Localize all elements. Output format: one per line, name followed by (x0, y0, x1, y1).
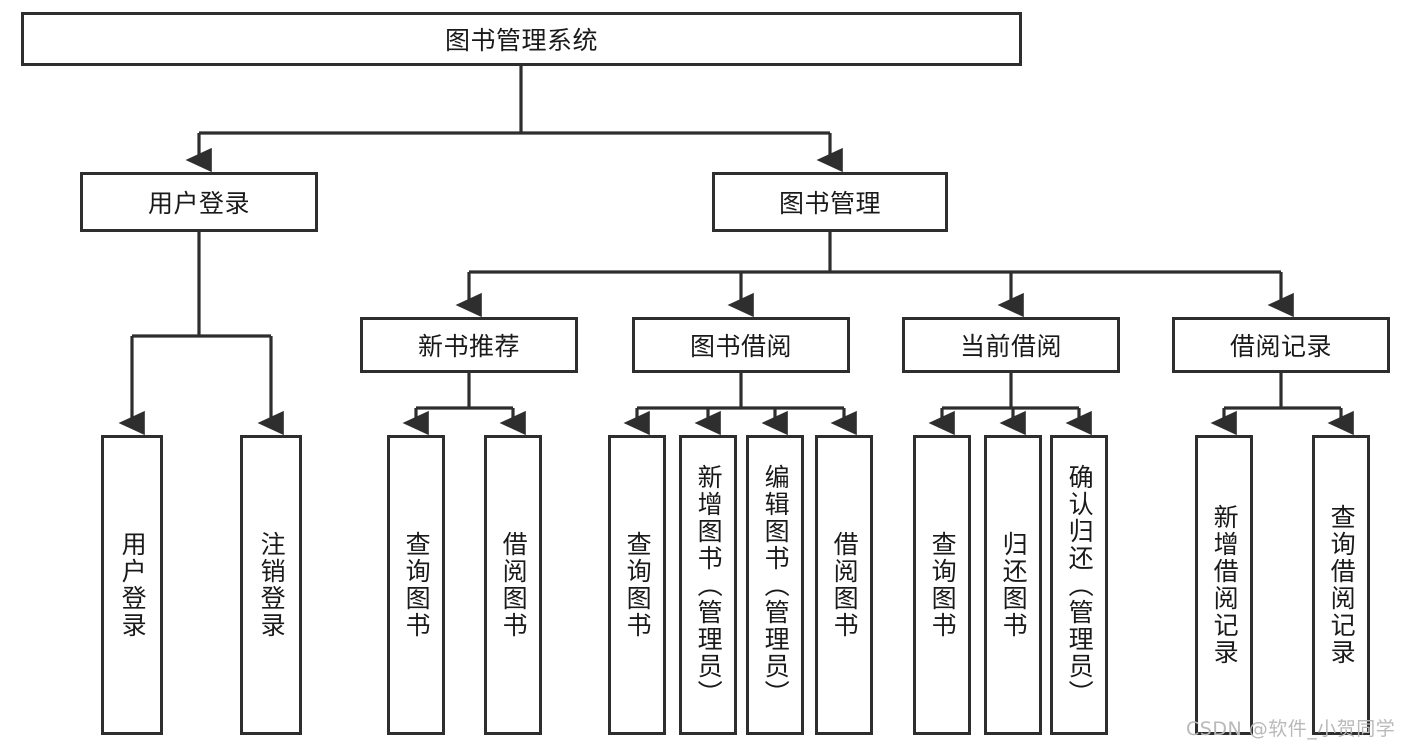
node-label: 用户登录 (118, 531, 148, 639)
node-borrow-query-book[interactable]: 查询图书 (608, 435, 666, 735)
node-label: 编辑图书（管理员） (761, 463, 791, 707)
node-record-query-record[interactable]: 查询借阅记录 (1312, 435, 1370, 735)
node-label: 图书借阅 (689, 332, 792, 361)
node-root[interactable]: 图书管理系统 (21, 12, 1022, 66)
node-label: 查询图书 (402, 531, 432, 639)
node-current-borrow[interactable]: 当前借阅 (902, 317, 1120, 373)
node-recommend-borrow-book[interactable]: 借阅图书 (484, 435, 542, 735)
node-new-book-recommend[interactable]: 新书推荐 (360, 317, 578, 373)
node-label: 图书管理 (778, 189, 881, 218)
node-current-confirm-return-admin[interactable]: 确认归还（管理员） (1050, 435, 1108, 735)
node-label: 借阅记录 (1229, 332, 1332, 361)
node-user-login[interactable]: 用户登录 (80, 172, 318, 232)
node-label: 确认归还（管理员） (1065, 463, 1095, 707)
node-label: 查询借阅记录 (1327, 504, 1357, 666)
node-borrow-borrow-book[interactable]: 借阅图书 (815, 435, 873, 735)
node-label: 归还图书 (999, 531, 1029, 639)
node-book-borrow[interactable]: 图书借阅 (632, 317, 850, 373)
node-record-add-record[interactable]: 新增借阅记录 (1195, 435, 1253, 735)
node-label: 查询图书 (623, 531, 653, 639)
node-user-login-login[interactable]: 用户登录 (101, 435, 163, 735)
node-label: 图书管理系统 (444, 26, 598, 55)
node-label: 用户登录 (147, 189, 250, 218)
node-label: 新书推荐 (417, 332, 520, 361)
node-current-query-book[interactable]: 查询图书 (913, 435, 971, 735)
node-label: 新增图书（管理员） (694, 463, 724, 707)
node-current-return-book[interactable]: 归还图书 (984, 435, 1042, 735)
node-label: 借阅图书 (830, 531, 860, 639)
node-label: 查询图书 (928, 531, 958, 639)
node-user-login-logout[interactable]: 注销登录 (240, 435, 302, 735)
watermark: CSDN @软件_小贺同学 (1186, 718, 1396, 740)
node-borrow-record[interactable]: 借阅记录 (1172, 317, 1390, 373)
node-label: 借阅图书 (499, 531, 529, 639)
node-label: 当前借阅 (959, 332, 1062, 361)
node-borrow-add-book-admin[interactable]: 新增图书（管理员） (679, 435, 737, 735)
node-label: 注销登录 (257, 531, 287, 639)
node-label: 新增借阅记录 (1210, 504, 1240, 666)
node-borrow-edit-book-admin[interactable]: 编辑图书（管理员） (746, 435, 804, 735)
node-book-management[interactable]: 图书管理 (712, 172, 948, 232)
node-recommend-query-book[interactable]: 查询图书 (387, 435, 445, 735)
